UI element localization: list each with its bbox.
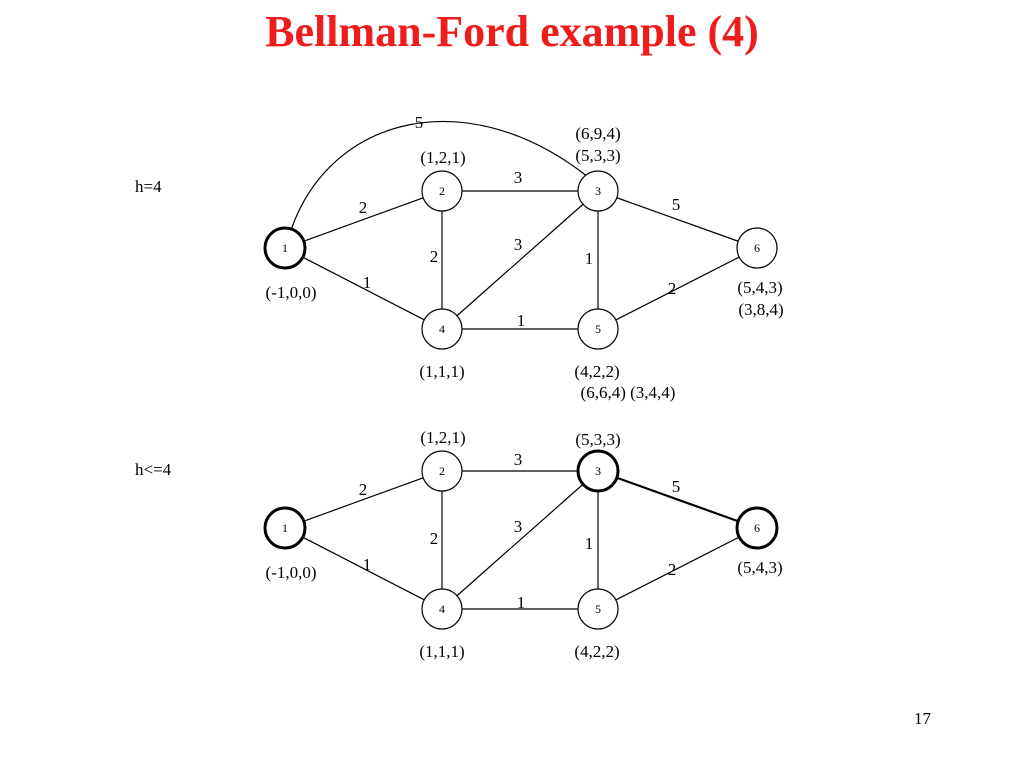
edge-1-4 (302, 536, 425, 601)
node-5 (577, 588, 619, 630)
node-label-6-1: (5,4,3) (737, 558, 782, 577)
edge-weight-4-5: 1 (517, 593, 526, 612)
edge-4-3 (456, 203, 584, 317)
node-6 (736, 227, 778, 269)
edge-weight-4-3: 3 (514, 235, 523, 254)
edge-weight-1-2: 2 (359, 198, 368, 217)
node-label-2-1: (1,2,1) (420, 428, 465, 447)
page-number: 17 (914, 709, 931, 728)
node-id-4: 4 (439, 322, 445, 336)
edge-weight-3-6: 5 (672, 477, 681, 496)
node-4 (421, 308, 463, 350)
edge-weight-3-5: 1 (585, 534, 594, 553)
node-label-5-1: (4,2,2) (574, 642, 619, 661)
edge-4-3 (456, 483, 584, 597)
edge-weight-1-4: 1 (363, 555, 372, 574)
node-label-6-2: (3,8,4) (738, 300, 783, 319)
edge-weight-5-6: 2 (668, 279, 677, 298)
node-2 (421, 450, 463, 492)
node-id-6: 6 (754, 521, 760, 535)
h-label: h=4 (135, 177, 162, 196)
node-1 (263, 226, 307, 270)
h-label: h<=4 (135, 460, 172, 479)
edge-weight-2-4: 2 (430, 247, 439, 266)
node-id-4: 4 (439, 602, 445, 616)
node-id-2: 2 (439, 464, 445, 478)
node-3 (576, 449, 620, 493)
edge-weight-4-5: 1 (517, 311, 526, 330)
node-label-2-1: (1,2,1) (420, 148, 465, 167)
node-id-1: 1 (282, 521, 288, 535)
node-6 (735, 506, 779, 550)
edge-1-4 (302, 256, 425, 321)
node-label-4-1: (1,1,1) (419, 362, 464, 381)
graph-2: h<=4 2 1 3 2 3 1 1 5 2 1 (-1,0,0) 2 (1,2,1) 3 (5,3,3) 4 (… (135, 428, 783, 661)
edge-1-2 (303, 197, 424, 242)
node-4 (421, 588, 463, 630)
node-label-3-1: (5,3,3) (575, 430, 620, 449)
edge-weight-1-4: 1 (363, 273, 372, 292)
node-label-3-2: (5,3,3) (575, 146, 620, 165)
edge-weight-3-5: 1 (585, 249, 594, 268)
node-5 (577, 308, 619, 350)
edge-1-2 (303, 477, 424, 522)
node-id-3: 3 (595, 184, 601, 198)
node-label-6-1: (5,4,3) (737, 278, 782, 297)
edge-weight-5-6: 2 (668, 560, 677, 579)
edge-weight-1-3: 5 (415, 113, 424, 132)
node-label-1-1: (-1,0,0) (266, 283, 317, 302)
edge-3-6 (616, 476, 739, 523)
node-id-5: 5 (595, 602, 601, 616)
edge-1-3 (290, 121, 589, 231)
node-id-1: 1 (282, 241, 288, 255)
edge-weight-1-2: 2 (359, 480, 368, 499)
edge-weight-2-3: 3 (514, 168, 523, 187)
node-label-5-1: (4,2,2) (574, 362, 619, 381)
node-label-4-1: (1,1,1) (419, 642, 464, 661)
node-1 (263, 506, 307, 550)
node-id-2: 2 (439, 184, 445, 198)
node-2 (421, 170, 463, 212)
edge-3-6 (616, 197, 739, 242)
node-label-1-1: (-1,0,0) (266, 563, 317, 582)
node-id-6: 6 (754, 241, 760, 255)
node-label-3-1: (6,9,4) (575, 124, 620, 143)
edge-weight-2-4: 2 (430, 529, 439, 548)
slide-title: Bellman-Ford example (4) (265, 7, 759, 56)
node-label-5-2: (6,6,4) (3,4,4) (581, 383, 676, 402)
edge-weight-4-3: 3 (514, 517, 523, 536)
edge-5-6 (615, 256, 740, 321)
edge-5-6 (615, 536, 740, 601)
edge-weight-2-3: 3 (514, 450, 523, 469)
node-id-3: 3 (595, 464, 601, 478)
node-3 (577, 170, 619, 212)
node-id-5: 5 (595, 322, 601, 336)
graph-1: h=4 5 2 1 3 2 3 1 1 5 2 1 (-1,0,0) 2 (1,2,1) 3 (6,9,4) (5… (135, 113, 784, 402)
edge-weight-3-6: 5 (672, 195, 681, 214)
